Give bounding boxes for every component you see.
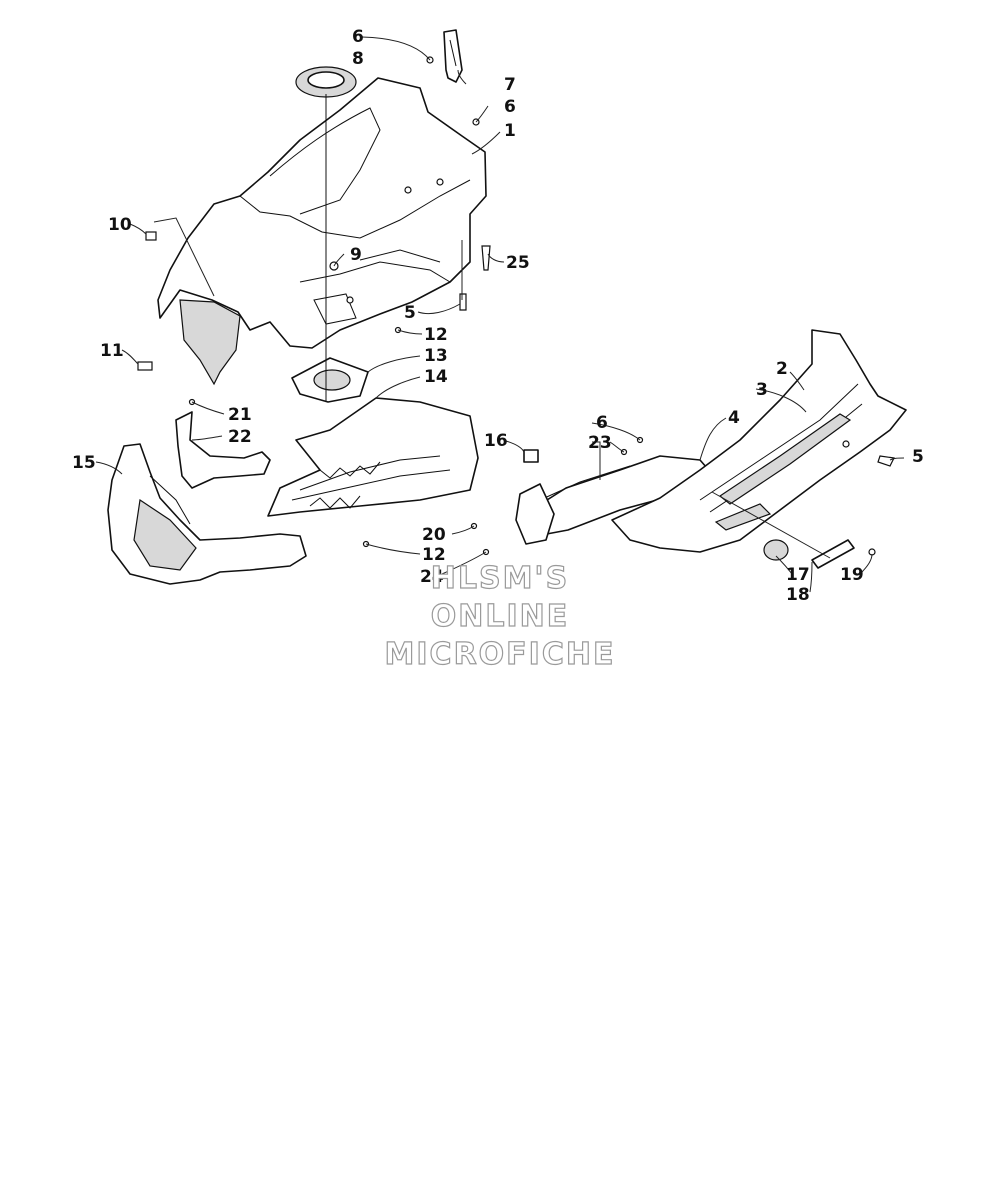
part-14-skid-plate (267, 397, 479, 517)
watermark-line-1: HLSM'S (431, 561, 569, 596)
part-2-side-panel (611, 329, 907, 553)
part-22-duct (175, 411, 271, 489)
callout-20: 20 (422, 525, 446, 545)
callout-10: 10 (108, 215, 132, 235)
watermark: HLSM'S ONLINE MICROFICHE (384, 560, 616, 672)
callout-22: 22 (228, 427, 252, 447)
part-7-bracket (443, 29, 463, 83)
callout-23: 23 (588, 433, 612, 453)
callout-19: 19 (840, 565, 864, 585)
callout-12: 12 (424, 325, 448, 345)
callout-5: 5 (404, 303, 416, 323)
callout-2: 2 (776, 359, 788, 379)
callout-18: 18 (786, 585, 810, 605)
callout-11: 11 (100, 341, 124, 361)
callout-24: 24 (420, 567, 444, 587)
callout-7: 7 (504, 75, 516, 95)
part-13-plate (291, 357, 369, 403)
callout-3: 3 (756, 380, 768, 400)
callout-16: 16 (484, 431, 508, 451)
callout-labels: 6 8 7 6 1 10 9 25 5 12 11 13 14 2 3 4 21… (72, 27, 924, 605)
callout-8: 8 (352, 49, 364, 69)
part-17-lens (763, 539, 789, 561)
callout-6: 6 (596, 413, 608, 433)
watermark-line-3: MICROFICHE (385, 637, 616, 672)
callout-6: 6 (504, 97, 516, 117)
callout-14: 14 (424, 367, 448, 387)
callout-17: 17 (786, 565, 810, 585)
callout-1: 1 (504, 121, 516, 141)
callout-15: 15 (72, 453, 96, 473)
callout-9: 9 (350, 245, 362, 265)
callout-13: 13 (424, 346, 448, 366)
leader-lines (95, 36, 905, 593)
callout-4: 4 (728, 408, 740, 428)
callout-12: 12 (422, 545, 446, 565)
part-15-bumper (107, 443, 307, 585)
callout-6: 6 (352, 27, 364, 47)
part-4-arm (515, 455, 715, 545)
part-18-reflector (811, 539, 855, 569)
part-8-gasket (295, 66, 357, 98)
callout-25: 25 (506, 253, 530, 273)
callout-21: 21 (228, 405, 252, 425)
watermark-line-2: ONLINE (431, 599, 570, 634)
part-16-clip (523, 449, 539, 463)
part-1-belly-pan (157, 77, 487, 386)
callout-5: 5 (912, 447, 924, 467)
